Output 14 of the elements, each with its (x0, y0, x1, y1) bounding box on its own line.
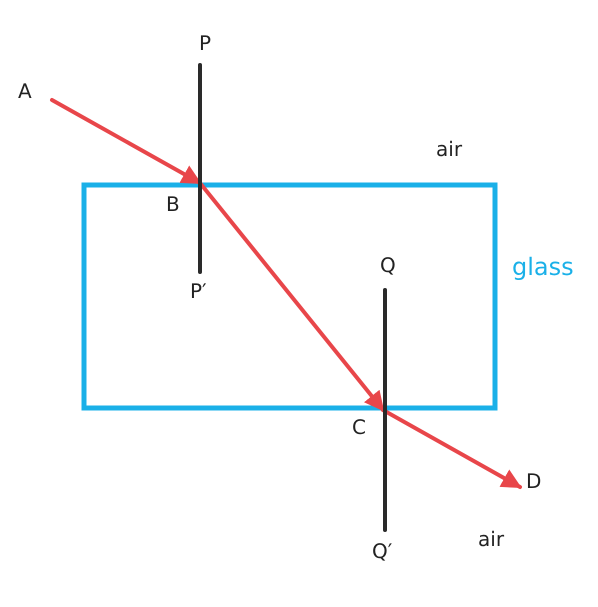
point-label: B (166, 183, 200, 215)
point-label: D (520, 470, 550, 496)
point-label: A (18, 80, 52, 102)
medium-label: glass (512, 256, 574, 278)
point-label: P (193, 32, 219, 65)
light-ray (381, 408, 522, 489)
point-label: P′ (190, 272, 220, 304)
medium-label: air (478, 528, 504, 550)
normal-line (383, 288, 387, 532)
normal-line (198, 63, 202, 274)
point-label: Q (378, 254, 404, 290)
point-label: Q′ (372, 530, 406, 564)
medium-label: air (436, 138, 462, 160)
point-label: C (352, 410, 383, 440)
